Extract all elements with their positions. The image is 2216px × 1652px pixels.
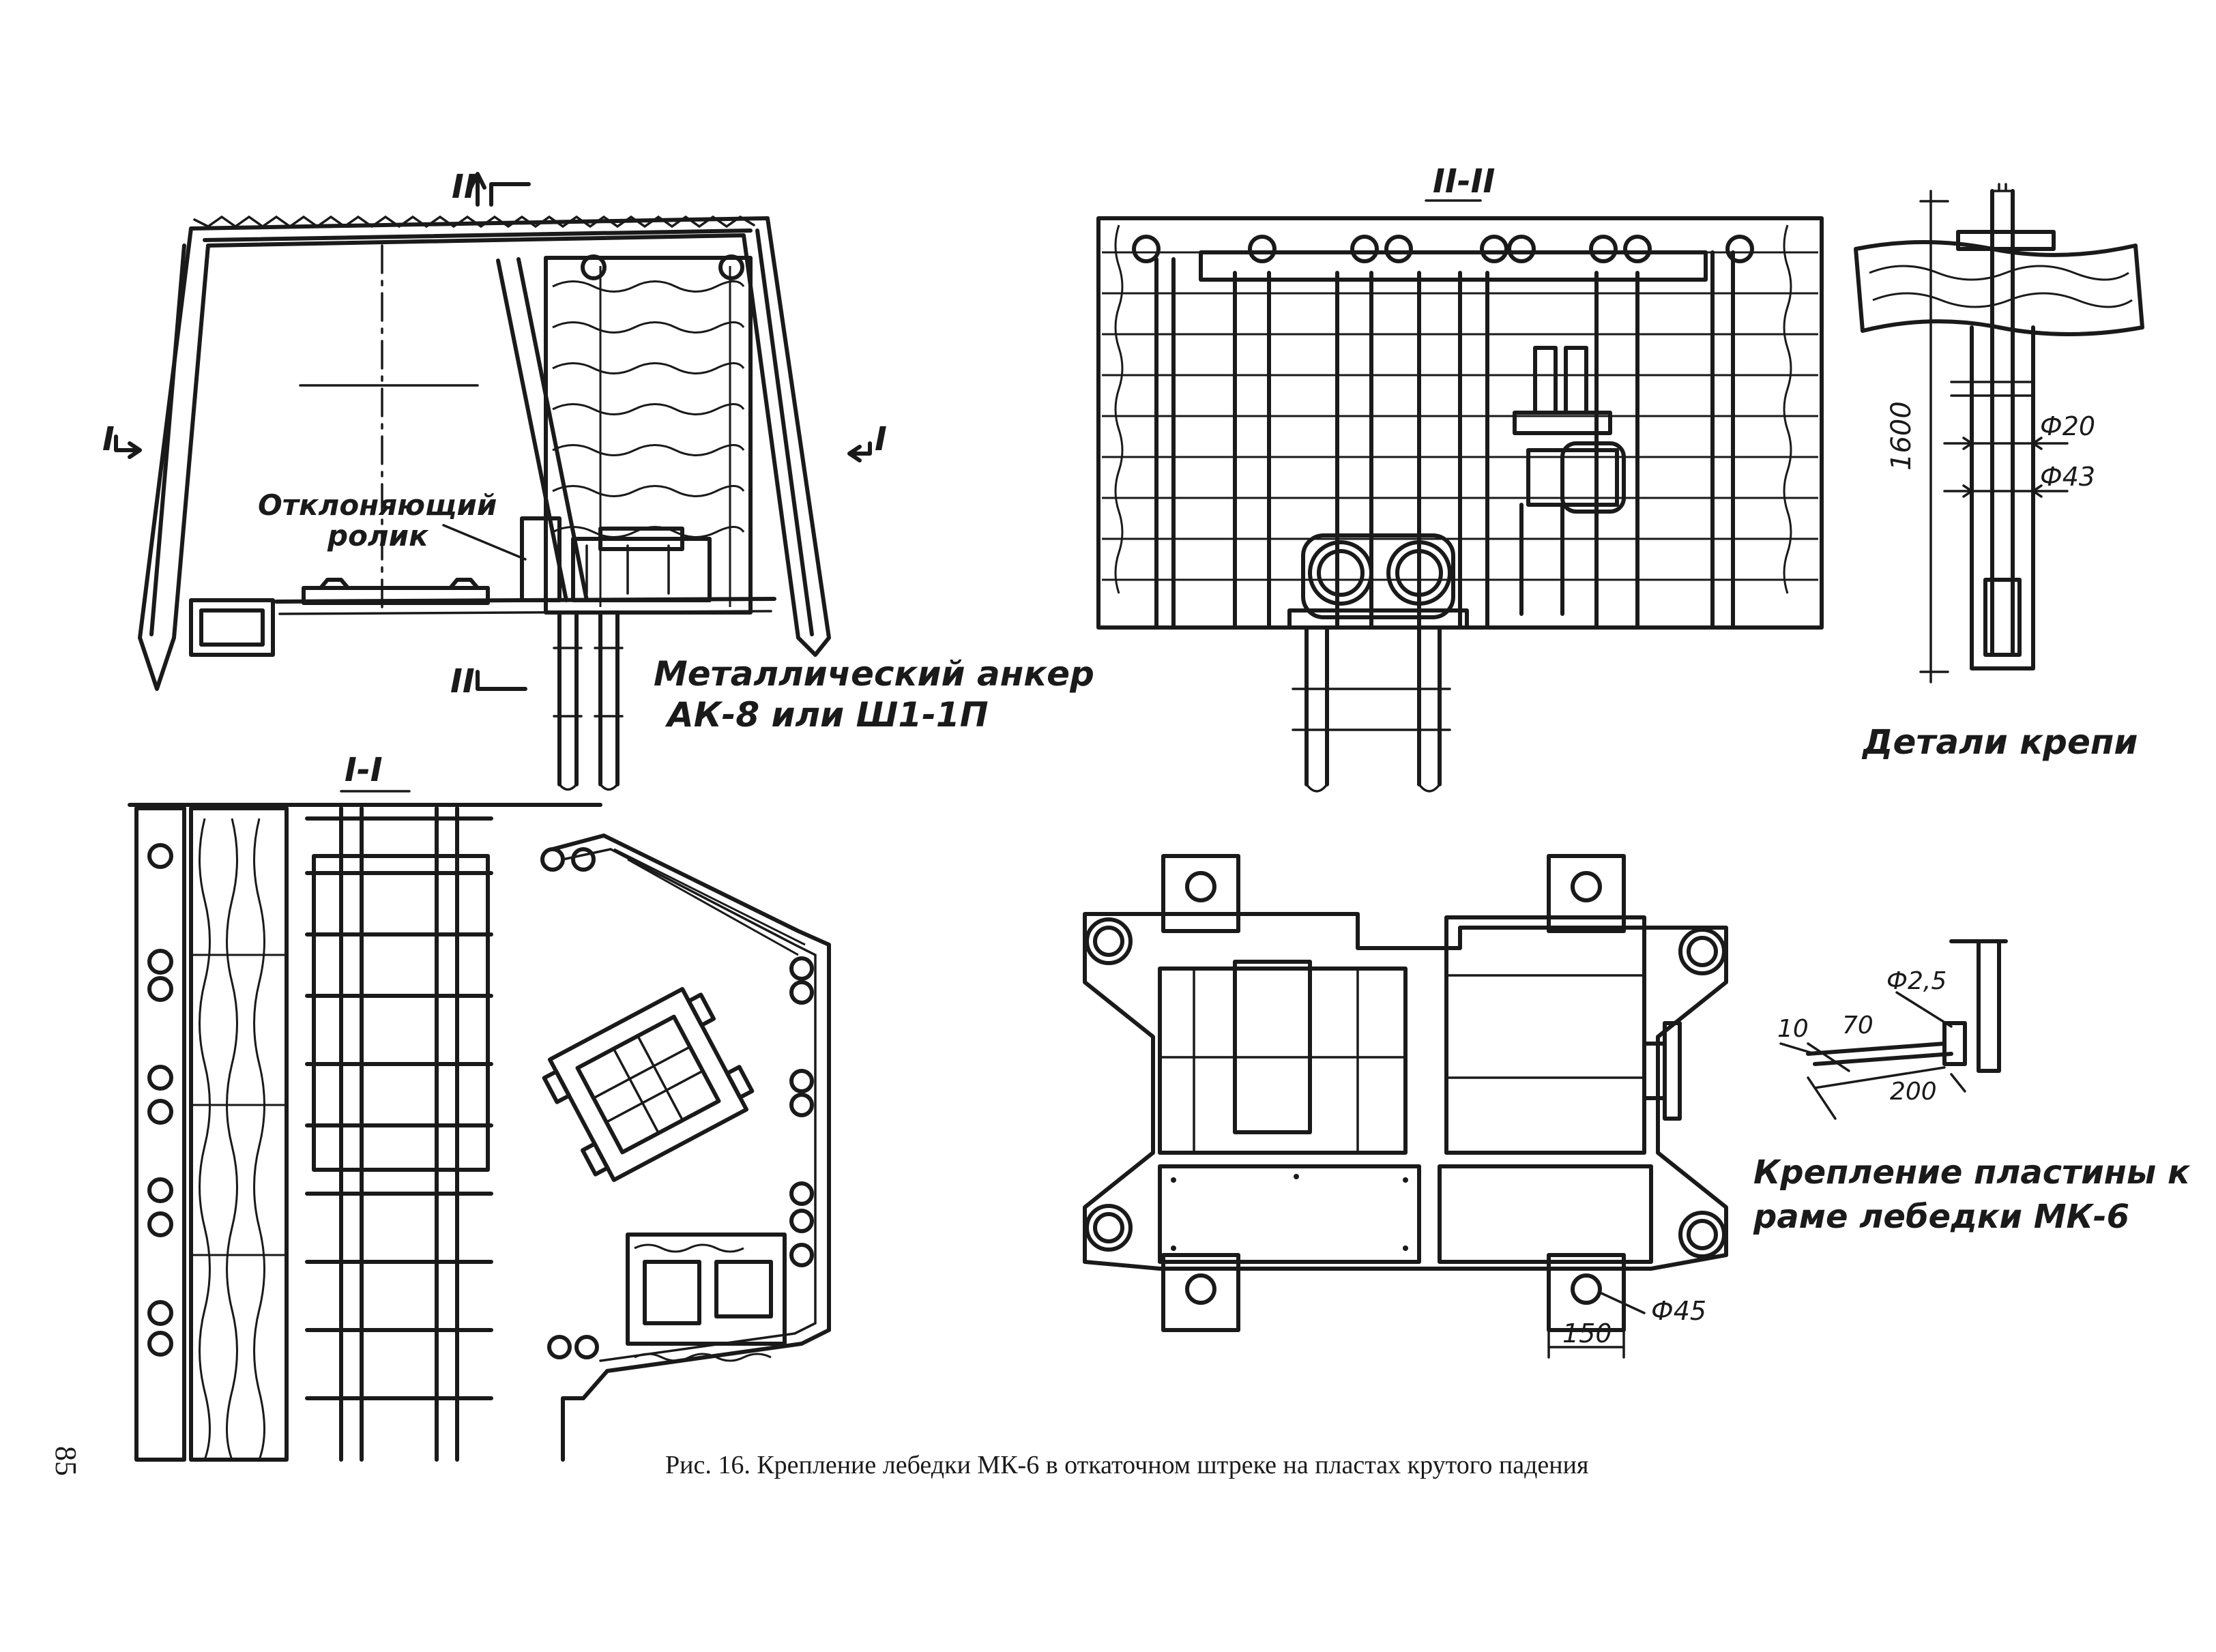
section-mark-ii-top: II (452, 168, 476, 206)
dim-10: 10 (1777, 1015, 1809, 1043)
section-i-i-title: I-I (345, 751, 383, 789)
section-i-i-view: I-I (128, 751, 831, 1462)
section-mark-ii-bottom: II (450, 662, 475, 700)
label-deflecting-roller-line1: Отклоняющий (258, 488, 497, 522)
label-plate-fastening-line1: Крепление пластины к (1753, 1153, 2191, 1192)
dim-dia-2-5: Ф2,5 (1886, 967, 1947, 995)
section-ii-ii-title: II-II (1433, 162, 1495, 201)
page-number: 85 (49, 1446, 83, 1476)
label-anchor-line2: АК-8 или Ш1-1П (665, 695, 989, 735)
dim-150: 150 (1562, 1318, 1612, 1348)
dim-70: 70 (1842, 1012, 1874, 1039)
winch-plan-view: Ф45 150 (1083, 854, 1728, 1359)
label-anchor-line1: Металлический анкер (654, 654, 1094, 694)
dim-1600: 1600 (1886, 401, 1917, 471)
front-view-drift: II I I II Отклоняющий ролик (102, 168, 887, 791)
section-mark-i-right: I (875, 420, 887, 458)
label-deflecting-roller-line2: ролик (327, 519, 429, 552)
dim-dia-45: Ф45 (1651, 1296, 1706, 1326)
dim-dia-43: Ф43 (2040, 462, 2095, 492)
dim-dia-20: Ф20 (2040, 411, 2095, 441)
dim-200: 200 (1890, 1078, 1937, 1106)
support-details-view: 1600 Ф20 Ф43 Детали крепи (1854, 183, 2144, 762)
section-ii-ii-view: II-II (1096, 162, 1824, 793)
section-mark-i-left: I (102, 420, 115, 458)
figure-caption: Рис. 16. Крепление лебедки МК-6 в откато… (665, 1451, 1588, 1479)
plate-fastening-detail: 10 70 Ф2,5 200 Крепление пластины к раме… (1753, 939, 2191, 1236)
label-plate-fastening-line2: раме лебедки МК-6 (1753, 1198, 2129, 1236)
label-support-details: Детали крепи (1861, 722, 2138, 762)
